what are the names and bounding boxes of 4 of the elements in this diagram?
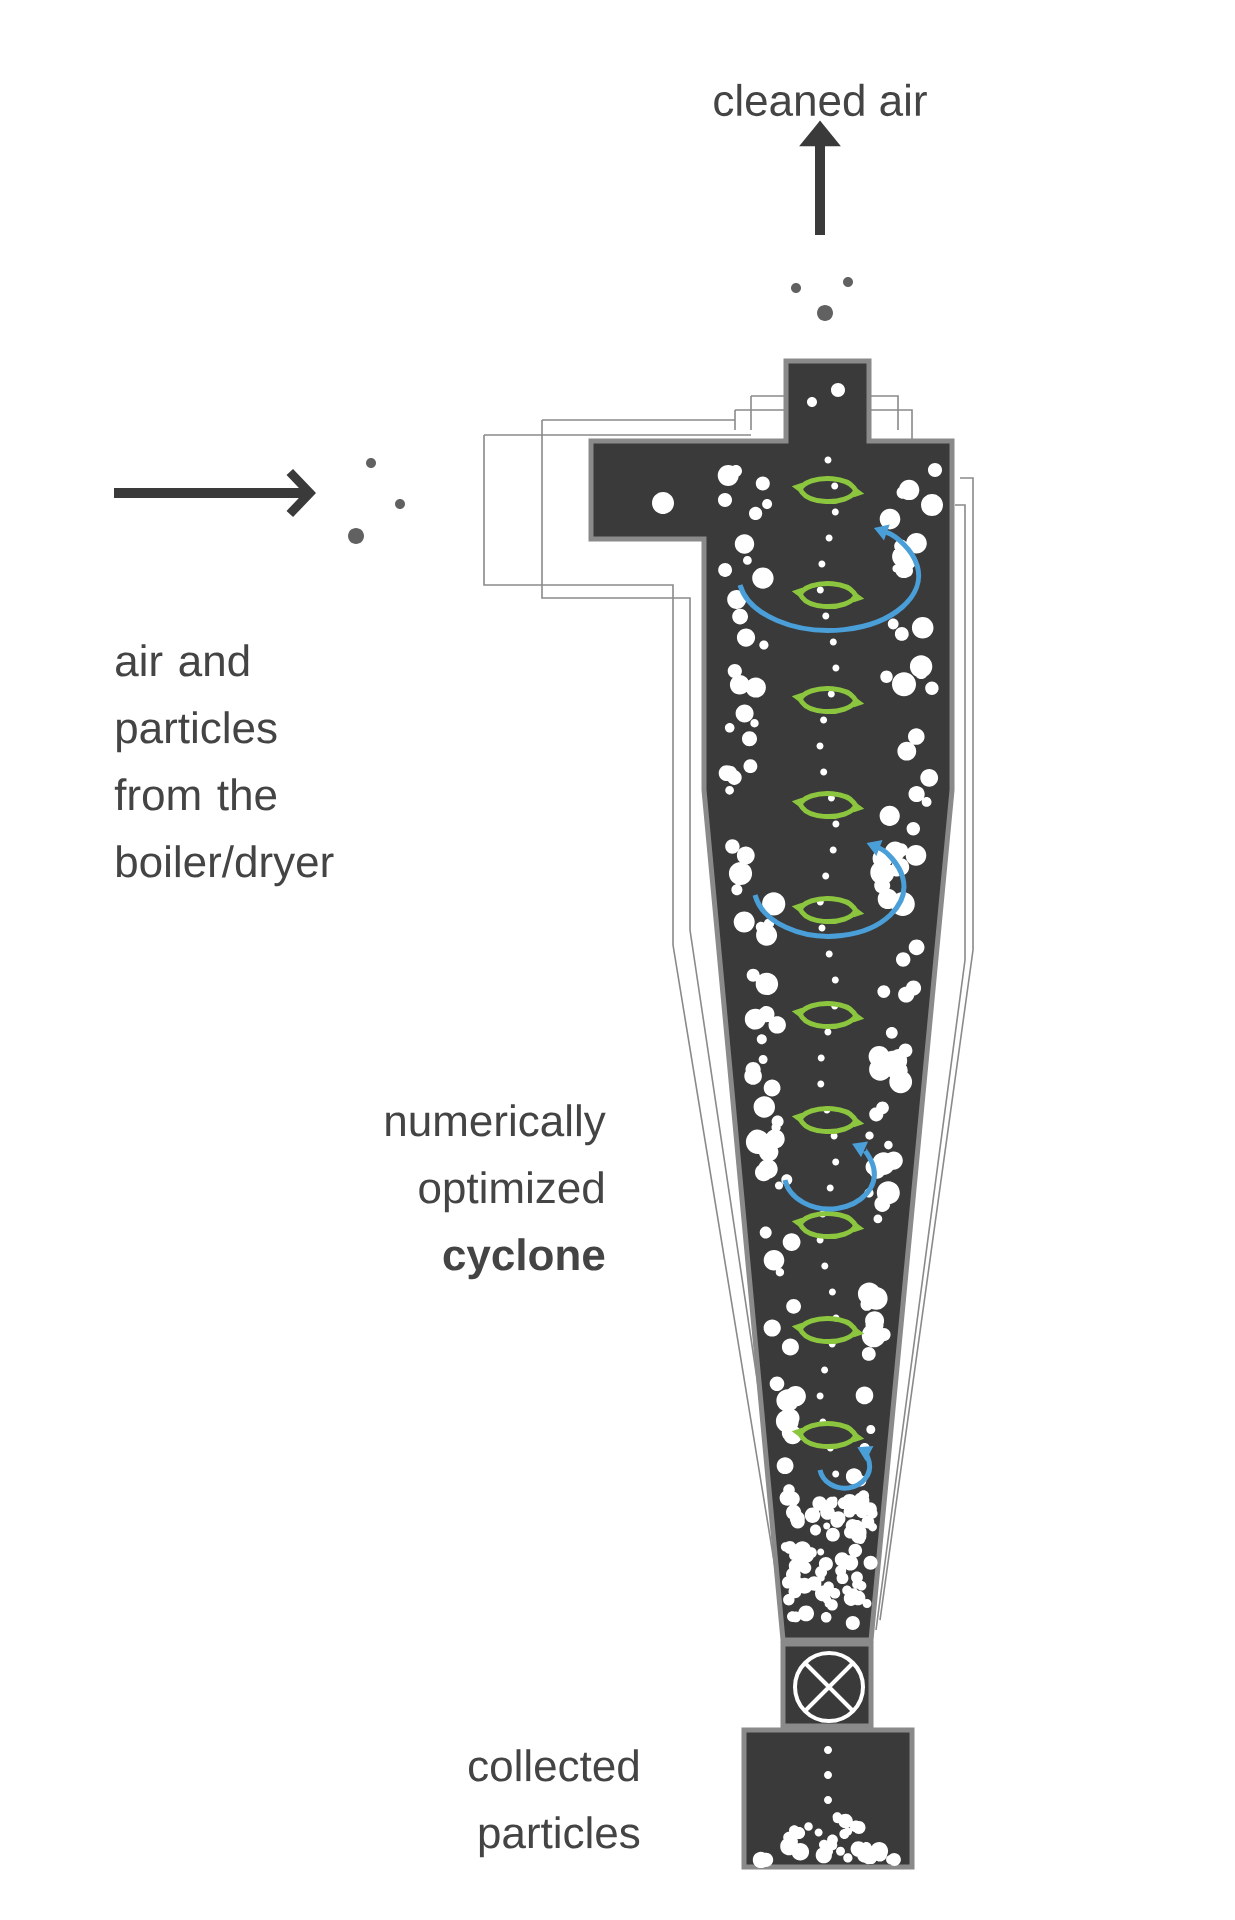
cyclone-label: numerically optimized cyclone xyxy=(386,1104,606,1280)
inlet-label: air and particles from the boiler/dryer xyxy=(114,644,334,887)
collection-label: collected particles xyxy=(469,1749,640,1858)
outlet-label: cleaned air xyxy=(714,83,927,117)
